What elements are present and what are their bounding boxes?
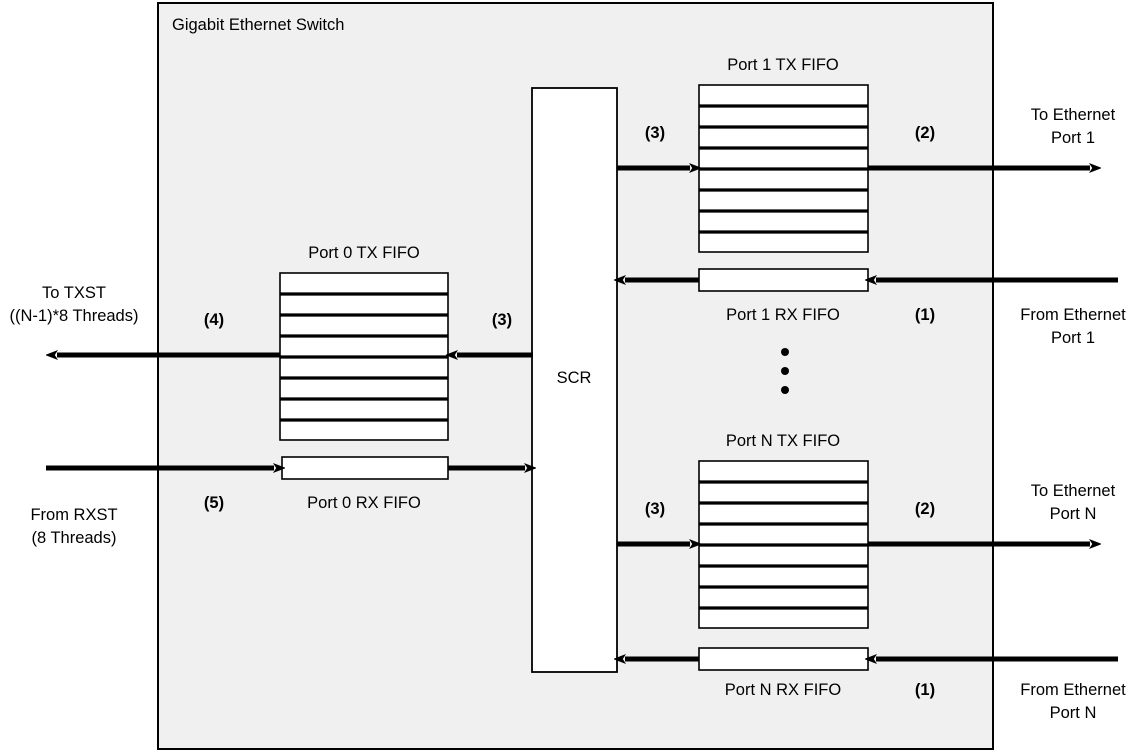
- to-txst-line2: ((N-1)*8 Threads): [10, 307, 139, 325]
- step-label-portN-egress: (2): [915, 500, 935, 518]
- from-rxst-line1: From RXST: [30, 506, 117, 524]
- step-label-port1-egress: (2): [915, 124, 935, 142]
- from-ethernet-port1-line2: Port 1: [1051, 329, 1095, 347]
- scr-box: [531, 87, 618, 673]
- port1-rx-fifo-label: Port 1 RX FIFO: [726, 306, 840, 324]
- port1-rx-fifo: [698, 268, 869, 292]
- panel-title: Gigabit Ethernet Switch: [172, 16, 344, 34]
- step-label-port1-ingress: (1): [915, 306, 935, 324]
- vertical-ellipsis: [781, 348, 789, 394]
- port0-rx-fifo: [281, 456, 449, 480]
- to-ethernet-port1-line2: Port 1: [1051, 129, 1095, 147]
- port1-tx-fifo: [698, 84, 869, 253]
- portN-rx-fifo: [698, 647, 869, 671]
- to-ethernet-portN-line2: Port N: [1050, 505, 1097, 523]
- from-ethernet-portN-line2: Port N: [1050, 704, 1097, 722]
- from-ethernet-portN-line1: From Ethernet: [1020, 681, 1126, 699]
- step-label-port0-tx-to-txst: (4): [204, 311, 224, 329]
- to-ethernet-portN-line1: To Ethernet: [1031, 482, 1116, 500]
- port0-rx-fifo-label: Port 0 RX FIFO: [307, 494, 421, 512]
- to-txst-line1: To TXST: [42, 284, 106, 302]
- portN-tx-fifo-label: Port N TX FIFO: [726, 432, 840, 450]
- port0-tx-fifo: [279, 272, 449, 441]
- from-rxst-line2: (8 Threads): [32, 529, 117, 547]
- portN-rx-fifo-label: Port N RX FIFO: [725, 681, 842, 699]
- portN-tx-fifo: [698, 460, 869, 629]
- step-label-portN-scr-to-tx: (3): [645, 500, 665, 518]
- from-ethernet-port1-line1: From Ethernet: [1020, 306, 1126, 324]
- to-ethernet-port1-line1: To Ethernet: [1031, 106, 1116, 124]
- port0-tx-fifo-label: Port 0 TX FIFO: [308, 244, 420, 262]
- step-label-port0-scr-to-tx: (3): [492, 311, 512, 329]
- port1-tx-fifo-label: Port 1 TX FIFO: [727, 56, 839, 74]
- step-label-port1-scr-to-tx: (3): [645, 124, 665, 142]
- scr-label: SCR: [557, 369, 592, 387]
- step-label-portN-ingress: (1): [915, 681, 935, 699]
- step-label-port0-rxst-to-rx: (5): [204, 494, 224, 512]
